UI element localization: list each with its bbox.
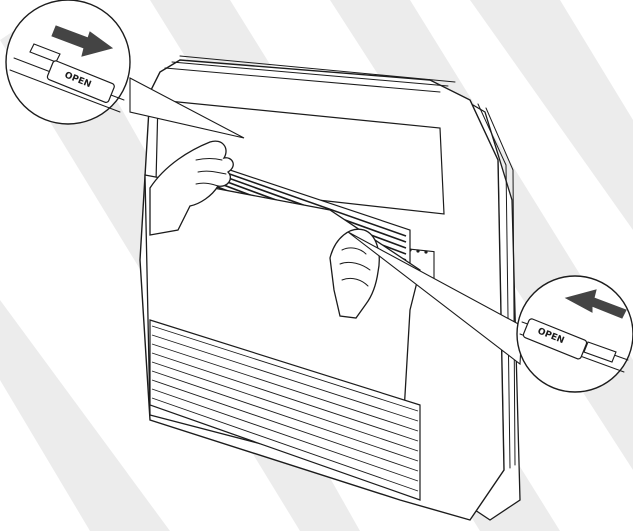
callout-right: OPEN bbox=[516, 275, 633, 393]
outlet-slat bbox=[151, 361, 419, 452]
callout-left: OPEN bbox=[5, 0, 131, 125]
left-hand bbox=[149, 140, 234, 236]
outlet-slat bbox=[151, 325, 419, 412]
outlet-slat bbox=[151, 388, 419, 482]
outlet-slat bbox=[151, 352, 419, 442]
louver-slat bbox=[203, 164, 407, 237]
arrow-left-icon bbox=[564, 289, 627, 319]
outlet-slat bbox=[151, 334, 419, 422]
latch-right: OPEN bbox=[522, 318, 617, 363]
right-hand bbox=[329, 228, 380, 319]
outlet-grille bbox=[149, 319, 421, 501]
outlet-slat bbox=[151, 379, 419, 472]
outlet-slat bbox=[151, 343, 419, 432]
arrow-right-icon bbox=[51, 25, 114, 57]
outlet-slat bbox=[151, 397, 419, 492]
outlet-slat bbox=[151, 370, 419, 462]
latch-left: OPEN bbox=[29, 43, 115, 103]
